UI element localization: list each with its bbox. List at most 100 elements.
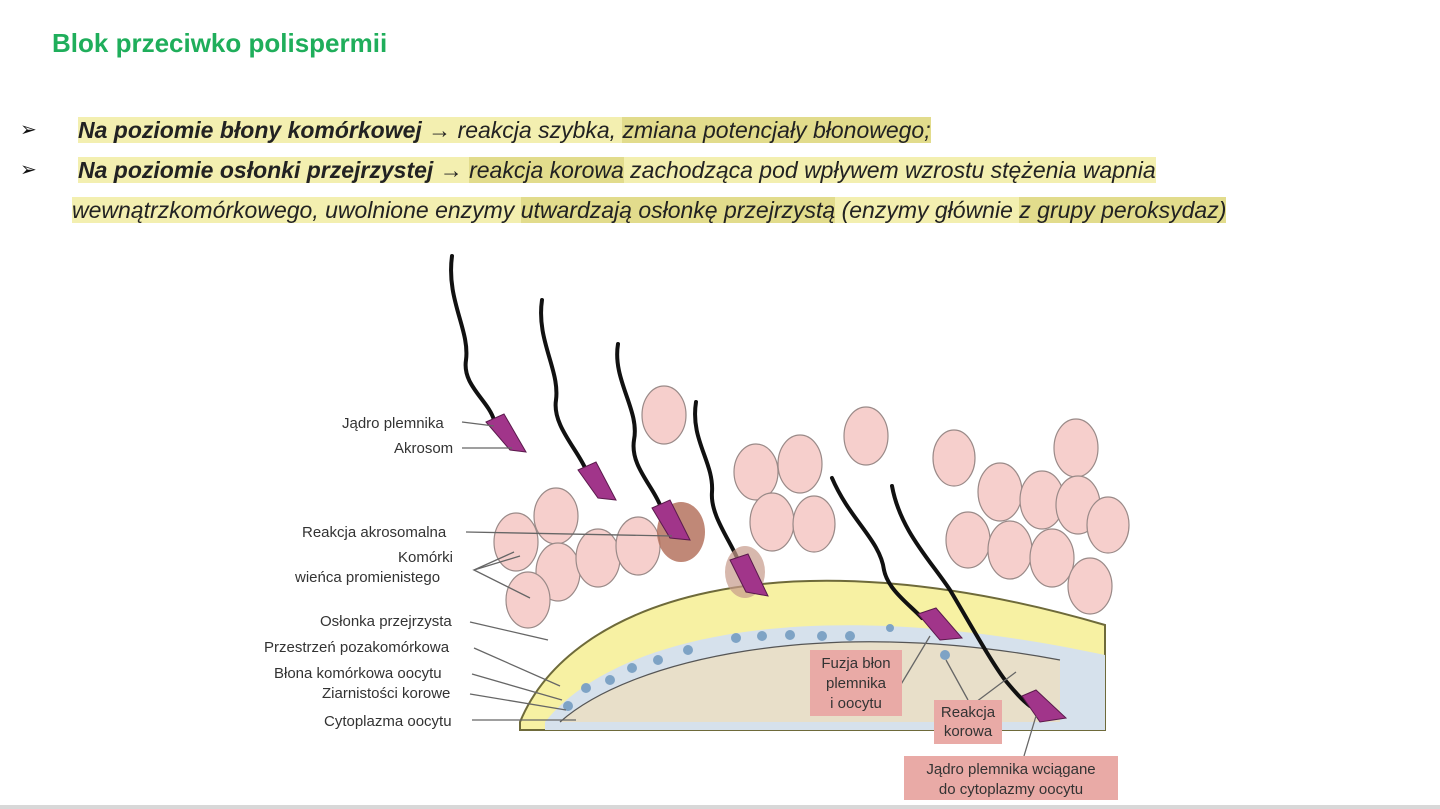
callout-nucleus-drawn: Jądro plemnika wciągane do cytoplazmy oo… <box>904 756 1118 800</box>
leader-line <box>469 693 567 711</box>
oocyte-membrane <box>559 641 1061 723</box>
bullet2-arrow: → <box>439 157 463 183</box>
cortical-granule <box>845 631 855 641</box>
cortical-granule <box>563 701 573 711</box>
label-oocyte-cytoplasm: Cytoplazma oocytu <box>324 713 452 730</box>
bullet2-text-a: reakcja korowa <box>469 157 624 183</box>
slide-bottom-edge <box>0 805 1440 809</box>
corona-cell <box>733 443 779 501</box>
leader-lines <box>461 421 1037 757</box>
callout-cortical-box <box>934 700 1002 744</box>
leader-line <box>945 659 969 701</box>
bullet-list: ➢ Na poziomie błony komórkowej → reakcja… <box>20 110 1430 230</box>
corona-radiata-cells <box>493 385 1130 629</box>
corona-cell <box>932 429 976 487</box>
corona-cell <box>843 406 889 466</box>
cortical-granule <box>605 675 615 685</box>
corona-cell <box>987 520 1033 580</box>
corona-cell <box>575 528 621 588</box>
bullet2-text-e: (enzymy głównie <box>841 197 1013 223</box>
leader-line <box>1023 715 1037 757</box>
cortical-granule <box>817 631 827 641</box>
bullet1-highlight: Na poziomie błony komórkowej → reakcja s… <box>78 117 931 143</box>
label-acrosome-reaction: Reakcja akrosomalna <box>302 524 447 541</box>
corona-cell <box>777 434 823 494</box>
sperm-head <box>577 461 617 501</box>
label-acrosome: Akrosom <box>394 440 453 457</box>
diagram-labels: Jądro plemnika Akrosom Reakcja akrosomal… <box>264 415 453 730</box>
corona-cell <box>1067 557 1113 615</box>
callout-nucleus-line2: do cytoplazmy oocytu <box>939 781 1083 798</box>
label-cortical-granules: Ziarnistości korowe <box>322 685 450 702</box>
sperm-tail <box>615 342 662 507</box>
corona-cell <box>615 516 661 576</box>
label-corona-cells-1: Komórki <box>398 549 453 566</box>
label-zona-pellucida: Osłonka przejrzysta <box>320 613 452 630</box>
cortical-granule <box>886 624 894 632</box>
leader-line <box>899 635 931 687</box>
callout-nucleus-box <box>904 756 1118 800</box>
leader-line <box>975 671 1017 703</box>
callout-cortical-line2: korowa <box>944 723 993 740</box>
leader-line <box>465 531 673 537</box>
bullet-zona: ➢ Na poziomie osłonki przejrzystej → rea… <box>20 150 1430 230</box>
bullet1-arrow: → <box>428 117 452 143</box>
callout-fusion-line2: plemnika <box>826 675 887 692</box>
corona-cell <box>1029 528 1075 588</box>
bullet2-highlight: Na poziomie osłonki przejrzystej → reakc… <box>78 157 1156 183</box>
callout-cortical-reaction: Reakcja korowa <box>934 700 1002 744</box>
bullet2-text-b: zachodząca pod wpływem wzrostu stężenia … <box>630 157 1156 183</box>
leader-line <box>471 673 563 701</box>
bullet-membrane: ➢ Na poziomie błony komórkowej → reakcja… <box>20 110 1430 150</box>
sperm-head <box>485 413 527 453</box>
cortical-granule <box>757 631 767 641</box>
bullet2-text-c: wewnątrzkomórkowego, uwolnione enzymy <box>72 197 515 223</box>
cortical-granule <box>940 650 950 660</box>
bullet-arrow-icon: ➢ <box>20 159 37 181</box>
bullet2-text-f: z grupy peroksydaz) <box>1019 197 1227 223</box>
label-oocyte-membrane: Błona komórkowa oocytu <box>274 665 442 682</box>
sperm-tail <box>449 254 496 422</box>
sperm-tails <box>449 254 1032 708</box>
corona-cell <box>792 495 836 553</box>
bullet2-heading: Na poziomie osłonki przejrzystej <box>78 157 434 183</box>
corona-cell <box>945 511 991 569</box>
cortical-granule <box>683 645 693 655</box>
callout-fusion-box <box>810 650 902 716</box>
corona-cell <box>641 385 687 445</box>
sperm-head <box>651 499 691 541</box>
corona-cell <box>505 571 551 629</box>
sperm-head <box>917 607 964 641</box>
bullet1-text-b: zmiana potencjały błonowego; <box>622 117 931 143</box>
bullet1-text-a: reakcja szybka, <box>457 117 617 143</box>
corona-cell <box>1053 418 1099 478</box>
cortical-granules <box>563 624 950 711</box>
label-corona-cells-2: wieńca promienistego <box>294 569 440 586</box>
slide-title: Blok przeciwko polispermii <box>52 28 388 58</box>
bullet-arrow-icon: ➢ <box>20 119 37 141</box>
callout-fusion: Fuzja błon plemnika i oocytu <box>810 650 902 716</box>
sperm-head <box>1021 689 1068 723</box>
callout-fusion-line3: i oocytu <box>830 695 882 712</box>
callout-fusion-line1: Fuzja błon <box>821 655 890 672</box>
bullet2-line2: wewnątrzkomórkowego, uwolnione enzymy ut… <box>72 197 1227 223</box>
leader-line <box>469 621 549 641</box>
cortical-granule <box>581 683 591 693</box>
sperm-tail <box>693 400 740 562</box>
label-sperm-nucleus: Jądro plemnika <box>342 415 444 432</box>
sperm-tail <box>830 476 924 620</box>
leader-line <box>473 551 515 571</box>
sperm-tail <box>890 484 1032 708</box>
label-perivitelline-space: Przestrzeń pozakomórkowa <box>264 639 450 656</box>
callout-nucleus-line1: Jądro plemnika wciągane <box>926 761 1095 778</box>
sperm-heads <box>485 413 1068 723</box>
bullet2-text-d: utwardzają osłonkę przejrzystą <box>520 197 836 223</box>
bullet1-heading: Na poziomie błony komórkowej <box>78 117 422 143</box>
corona-cell <box>749 492 795 552</box>
corona-cell <box>977 462 1023 522</box>
sperm-head <box>729 553 769 597</box>
corona-cell <box>533 487 579 545</box>
leader-line <box>461 421 495 427</box>
cortical-granule <box>731 633 741 643</box>
